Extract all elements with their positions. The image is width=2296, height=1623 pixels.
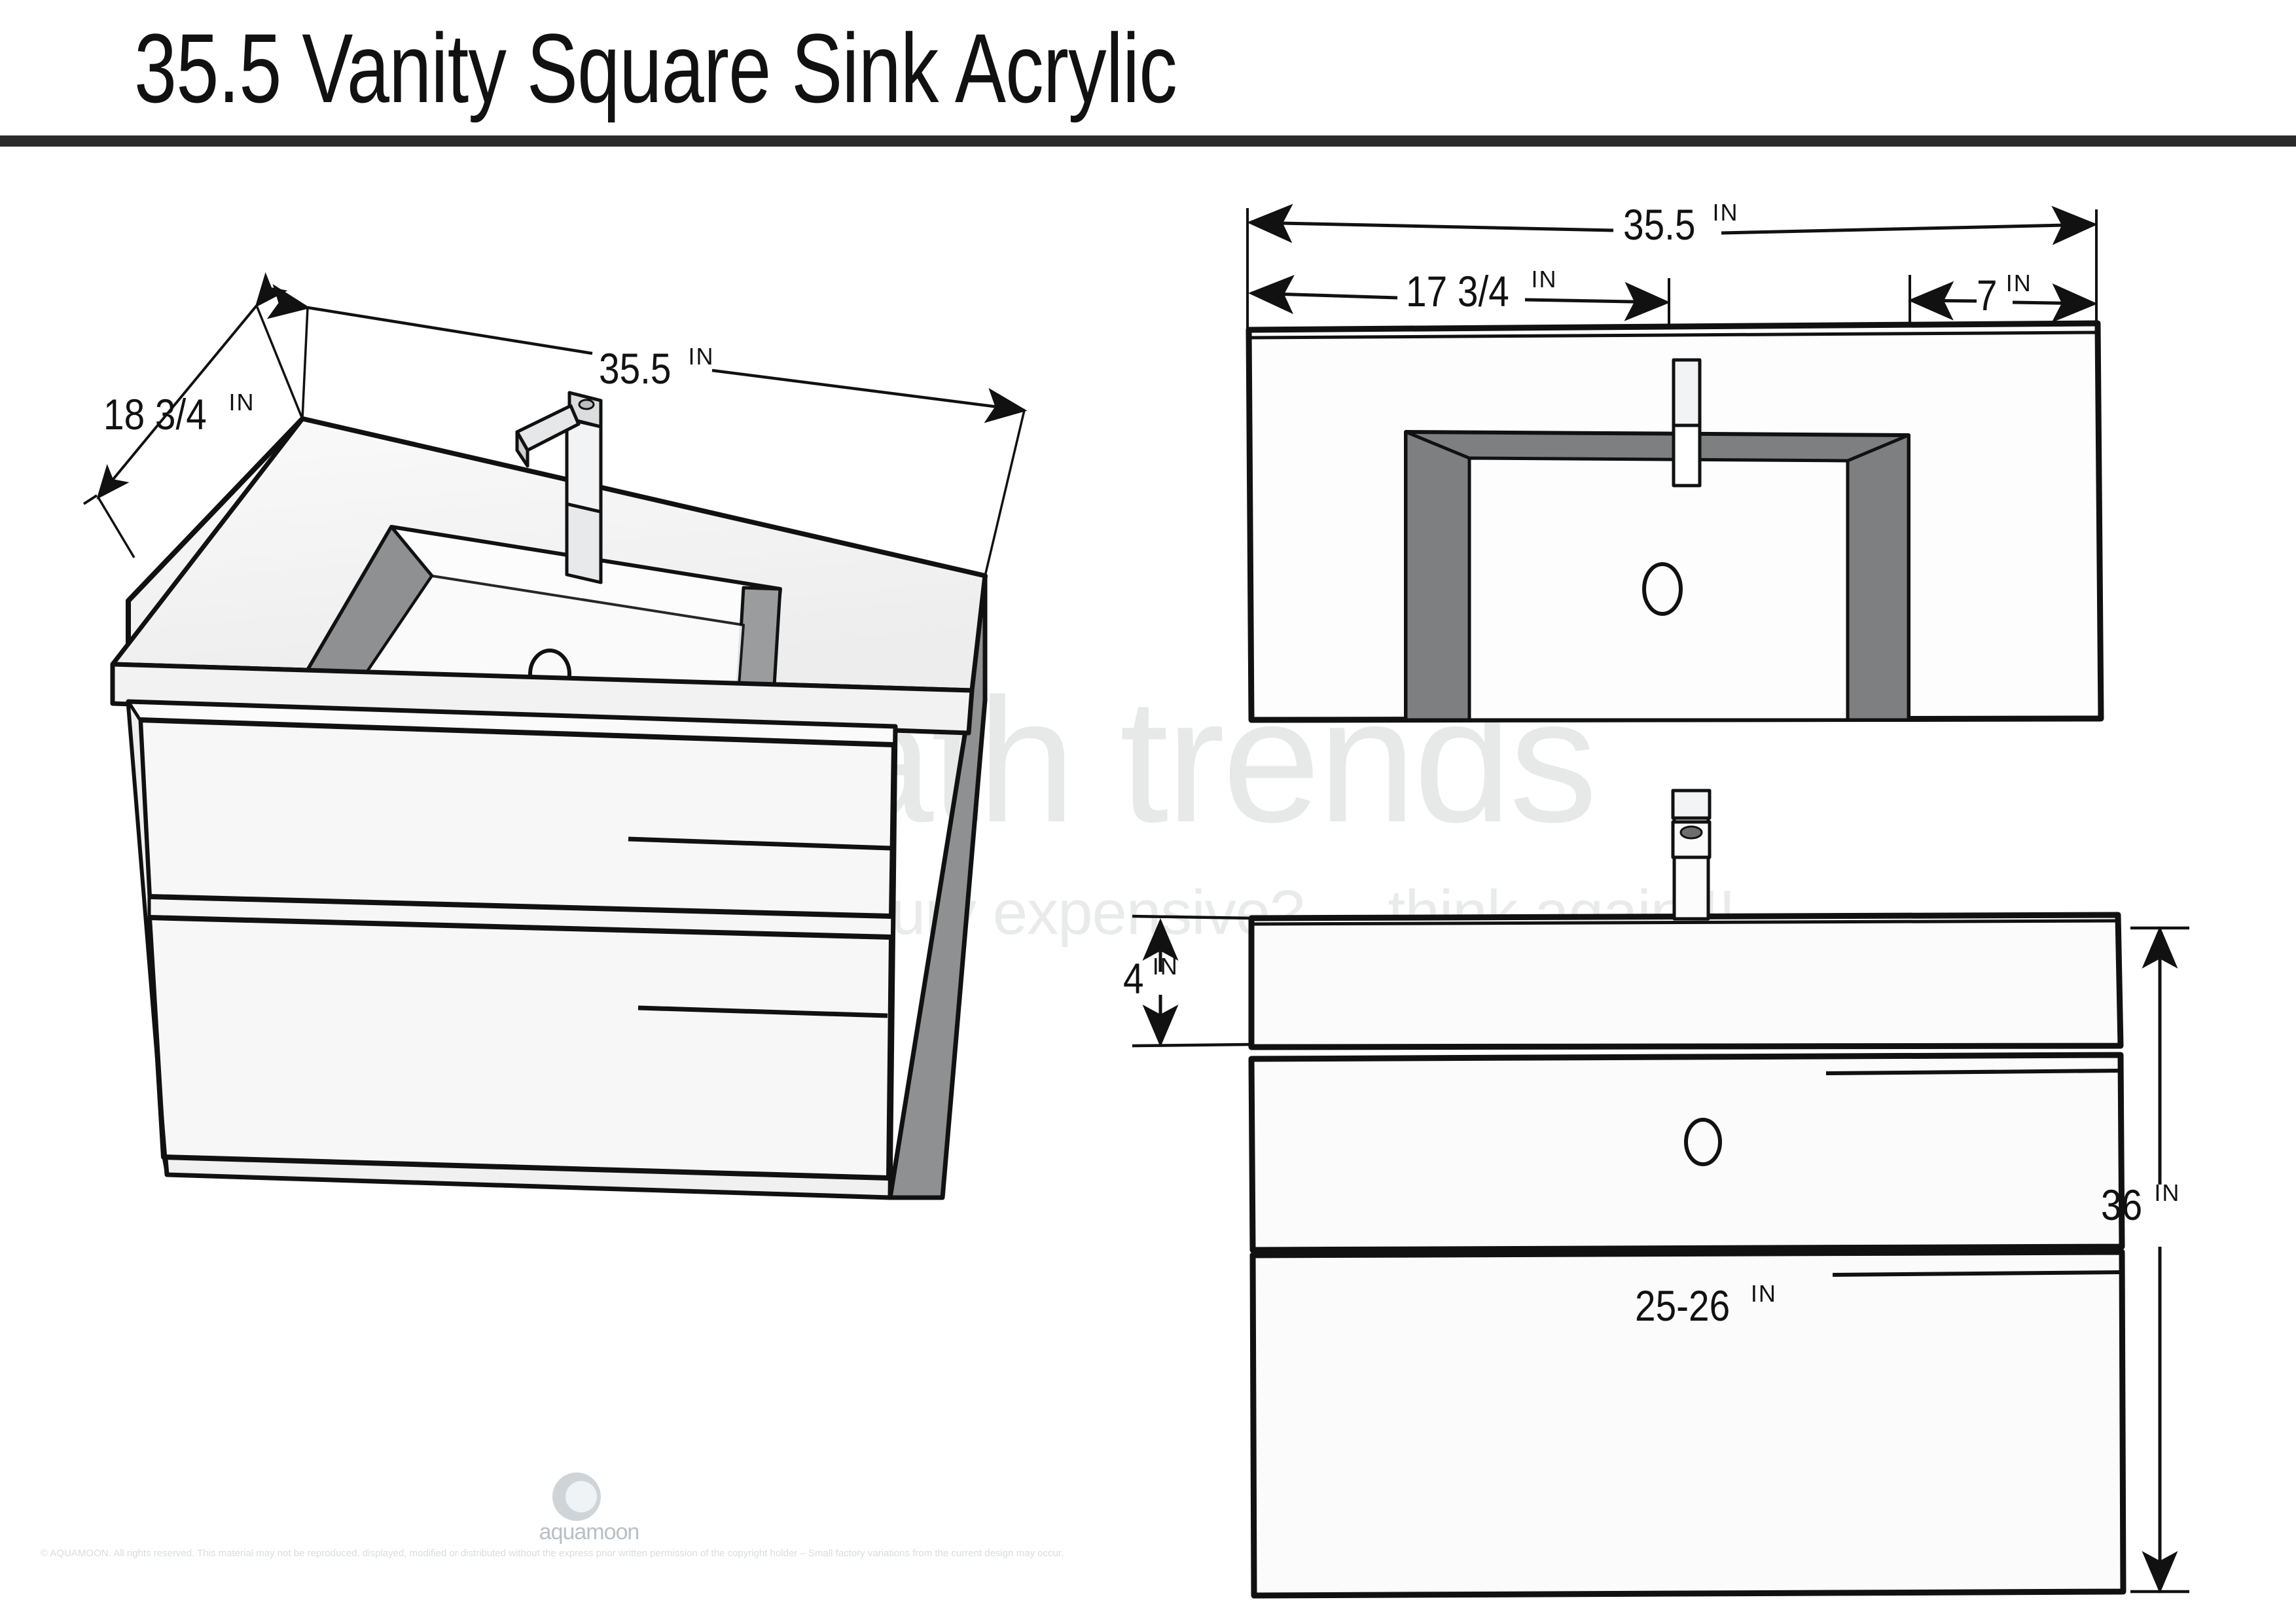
perspective-view <box>82 272 1028 1200</box>
dim-top-overall-leaders <box>1247 204 2098 245</box>
front-countertop-slab <box>1248 912 2124 1050</box>
front-drawer-lower <box>1249 1249 2126 1599</box>
dim-depth-leaders <box>82 272 288 505</box>
footer-copyright: © AQUAMOON. All rights reserved. This ma… <box>41 1548 1064 1559</box>
dim-width-extlines <box>301 307 1026 577</box>
dim-front-height-extlines <box>2130 926 2189 1594</box>
front-drawer-upper-handle <box>1825 1069 2120 1075</box>
drawer-handle-lower <box>637 1005 888 1018</box>
dim-depth-extlines <box>97 305 304 558</box>
top-basin-bevel-left <box>1404 430 1471 722</box>
cabinet-left-edge <box>126 700 169 1177</box>
footer-brand-name: aquamoon <box>539 1520 640 1544</box>
title-divider <box>0 135 2296 147</box>
top-countertop-inner-edge <box>1248 330 2098 340</box>
countertop-front-edge <box>110 662 975 736</box>
page-title: 35.5 Vanity Square Sink Acrylic <box>134 13 1177 123</box>
top-view <box>1246 204 2104 723</box>
faucet-perspective <box>515 391 603 584</box>
dim-width-leaders <box>266 284 1028 423</box>
dim-top-right-leaders <box>1908 281 2098 323</box>
footer-brand-logo: aquamoon <box>524 1472 655 1544</box>
drawer-front-lower <box>147 915 894 1181</box>
front-countertop-top-edge <box>1251 919 2119 926</box>
dim-top-basin-leaders <box>1248 275 1670 321</box>
front-drain-hole <box>1684 1118 1722 1166</box>
top-faucet <box>1672 358 1702 488</box>
aquamoon-moon-icon <box>552 1472 601 1521</box>
countertop-right-face <box>888 573 988 1200</box>
drawer-handle-upper <box>628 836 891 851</box>
page-header: 35.5 Vanity Square Sink Acrylic <box>0 0 2296 147</box>
front-elevation-view <box>1132 789 2189 1599</box>
top-drain-hole <box>1642 562 1683 616</box>
top-basin-bevel-right <box>1846 433 1910 722</box>
dim-front-thickness-extlines <box>1132 914 1251 1048</box>
front-drawer-lower-handle <box>1832 1270 2121 1277</box>
drawer-front-upper <box>137 717 897 919</box>
top-basin-inner-floor <box>1467 456 1850 722</box>
front-faucet <box>1671 789 1712 921</box>
